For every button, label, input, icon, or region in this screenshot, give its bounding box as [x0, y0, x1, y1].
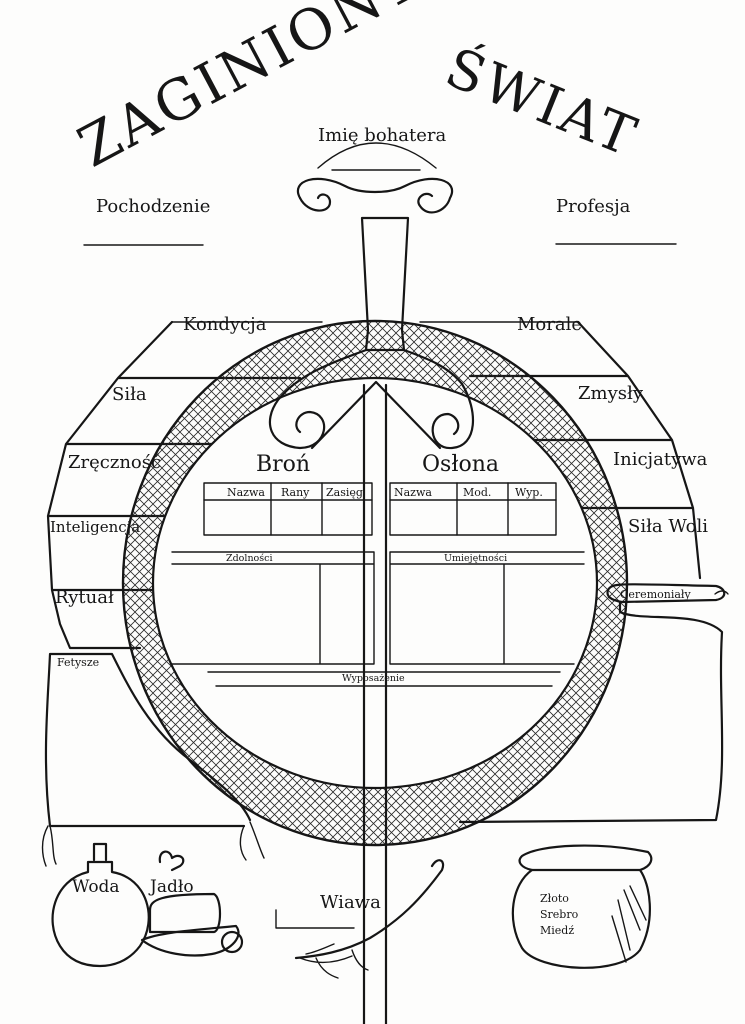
armor-title: Osłona [422, 452, 499, 477]
armor-col-name: Nazwa [394, 486, 432, 499]
hero-name-arc [317, 142, 437, 169]
water-field[interactable] [62, 898, 138, 956]
ceremonies-field[interactable] [600, 614, 712, 814]
profession-label: Profesja [556, 196, 631, 217]
skills-field[interactable] [392, 566, 578, 662]
hero-name-label: Imię bohatera [318, 125, 446, 146]
equipment-label: Wyposażenie [342, 673, 405, 684]
attr-zrecznosc[interactable]: Zręczność [68, 452, 161, 473]
skills-box [389, 551, 585, 665]
armor-table [389, 482, 557, 536]
attr-rytual[interactable]: Rytuał [55, 587, 114, 608]
weapon-col-range: Zasięg [326, 486, 363, 499]
abilities-field[interactable] [180, 566, 370, 662]
food-field[interactable] [155, 898, 215, 930]
fetishes-label: Fetysze [57, 656, 99, 669]
treasure-field[interactable] [584, 888, 616, 944]
origin-label: Pochodzenie [96, 196, 210, 217]
attr-zmysly[interactable]: Zmysły [578, 383, 644, 404]
armor-entry-field[interactable] [391, 501, 555, 534]
title-word-2: ŚWIAT [437, 35, 647, 170]
skills-label: Umiejętności [444, 553, 507, 564]
attr-sila[interactable]: Siła [112, 384, 147, 405]
weapon-table [203, 482, 373, 536]
ceremonies-label: Ceremoniały [620, 588, 691, 601]
treasure-gold-label: Złoto [540, 892, 569, 905]
abilities-box [171, 551, 375, 665]
water-flask [51, 842, 150, 968]
treasure-silver-label: Srebro [540, 908, 579, 921]
weapon-col-name: Nazwa [227, 486, 265, 499]
title-word-1: ZAGINIONY [68, 0, 431, 180]
attr-inicjatywa[interactable]: Inicjatywa [613, 449, 708, 470]
attr-sila-woli[interactable]: Siła Woli [628, 516, 708, 537]
attr-morale[interactable]: Morale [517, 314, 582, 335]
sword-blade [362, 383, 388, 1024]
armor-col-mod: Mod. [463, 486, 491, 499]
feather-knife [294, 859, 445, 979]
weapon-col-wounds: Rany [281, 486, 310, 499]
fetishes-scroll [41, 652, 265, 867]
wounds-field[interactable] [275, 909, 355, 929]
weapon-entry-field[interactable] [205, 501, 371, 534]
right-attribute-ladder [419, 320, 702, 580]
equipment-field[interactable] [220, 688, 550, 778]
abilities-label: Zdolności [226, 553, 273, 564]
ceremonies-scroll [458, 583, 729, 824]
fetishes-field[interactable] [55, 672, 195, 820]
left-attribute-ladder [46, 320, 323, 650]
armor-col-wyp: Wyp. [515, 486, 543, 499]
water-label: Woda [72, 877, 120, 897]
attr-kondycja[interactable]: Kondycja [183, 314, 267, 335]
equipment-box [207, 671, 561, 687]
weapon-title: Broń [256, 452, 310, 477]
sword-hilt [268, 177, 474, 450]
attr-inteligencja[interactable]: Inteligencja [50, 518, 140, 536]
food-label: Jadło [148, 877, 194, 897]
wounds-label: Wiawa [320, 892, 381, 913]
treasure-copper-label: Miedź [540, 924, 574, 937]
treasure-pot [511, 844, 653, 969]
food-icon-group [140, 850, 244, 957]
